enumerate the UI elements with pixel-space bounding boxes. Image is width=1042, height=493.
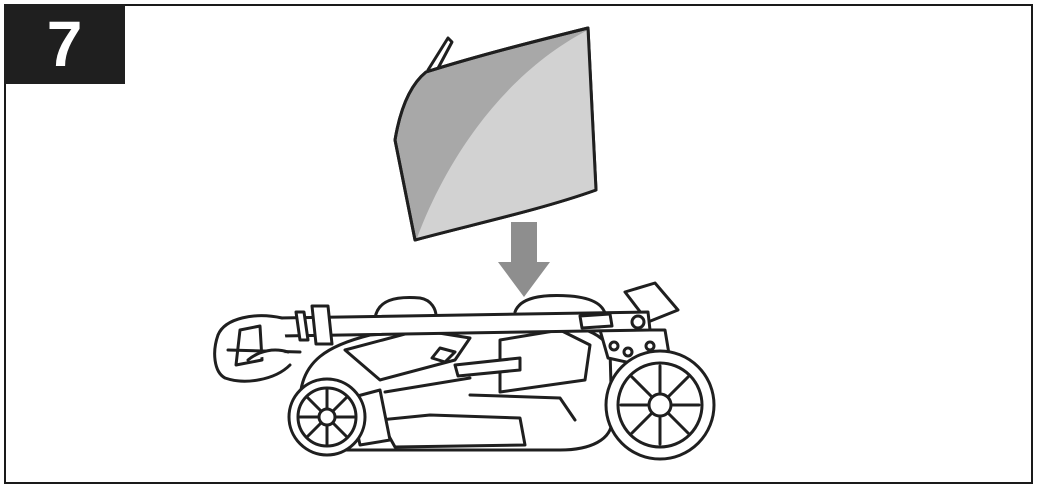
step-number: 7 [46,8,83,80]
arrow-down-icon [498,222,550,297]
lawn-mower-icon [213,281,716,461]
step-number-badge: 7 [4,4,125,84]
grass-catcher-bag-icon [393,26,598,242]
